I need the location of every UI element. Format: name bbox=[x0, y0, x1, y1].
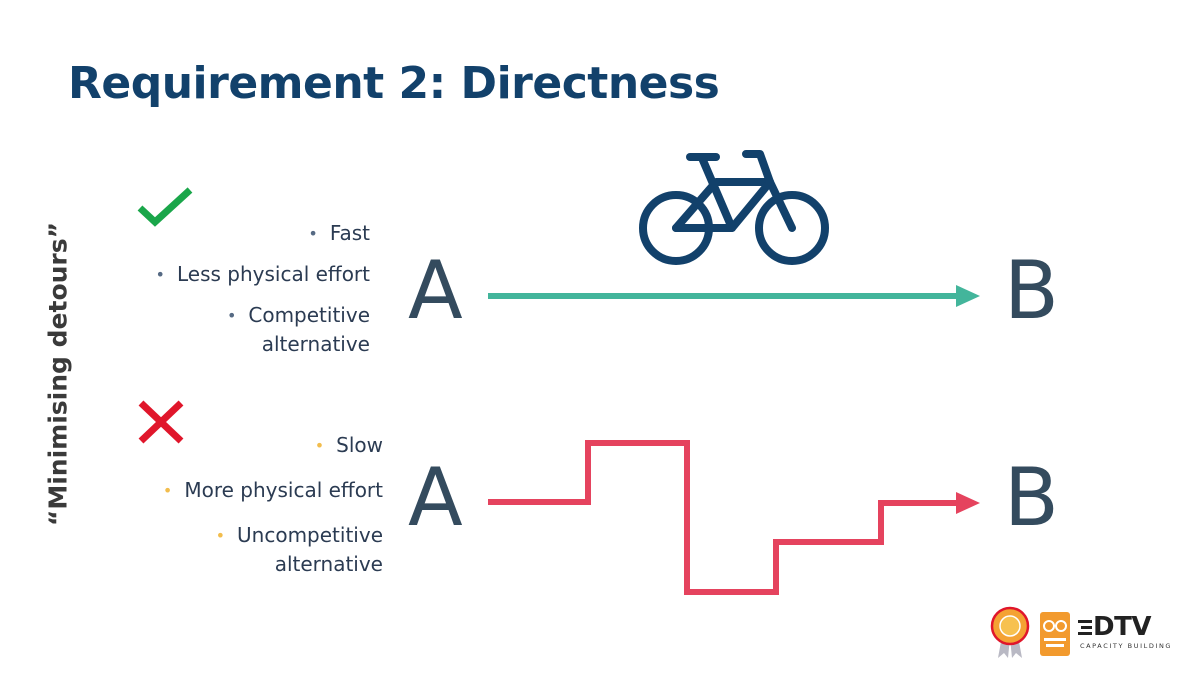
dtv-logo-subtitle: CAPACITY BUILDING bbox=[1080, 642, 1173, 650]
point-b-top: B bbox=[1004, 244, 1059, 337]
dtv-logo-text: DTV bbox=[1093, 612, 1151, 642]
bicycle-icon bbox=[639, 150, 829, 265]
check-icon bbox=[137, 187, 193, 227]
bullet-icon: • bbox=[155, 265, 165, 284]
bullet-icon: • bbox=[308, 224, 318, 243]
list-item: •Less physical effort bbox=[156, 260, 370, 289]
logo-strip: DTV CAPACITY BUILDING bbox=[990, 604, 1180, 660]
point-a-top: A bbox=[408, 244, 463, 337]
cross-icon bbox=[138, 400, 184, 444]
bullet-icon: • bbox=[162, 481, 173, 500]
dutch-cycling-logo-icon bbox=[1040, 612, 1070, 656]
dtv-lines-icon bbox=[1078, 620, 1092, 635]
good-benefits-list: •Fast •Less physical effort •Competitive… bbox=[156, 219, 370, 358]
bullet-icon: • bbox=[215, 526, 226, 545]
bad-drawbacks-list: •Slow •More physical effort •Uncompetiti… bbox=[163, 431, 383, 578]
bullet-icon: • bbox=[226, 306, 237, 325]
list-item: •More physical effort bbox=[163, 476, 383, 505]
page-title: Requirement 2: Directness bbox=[68, 58, 720, 109]
list-item: •Fast bbox=[156, 219, 370, 248]
cycling-badge-icon bbox=[990, 606, 1030, 658]
point-b-bottom: B bbox=[1004, 451, 1059, 544]
list-item: •Slow bbox=[163, 431, 383, 460]
bullet-icon: • bbox=[314, 436, 325, 455]
point-a-bottom: A bbox=[408, 451, 463, 544]
